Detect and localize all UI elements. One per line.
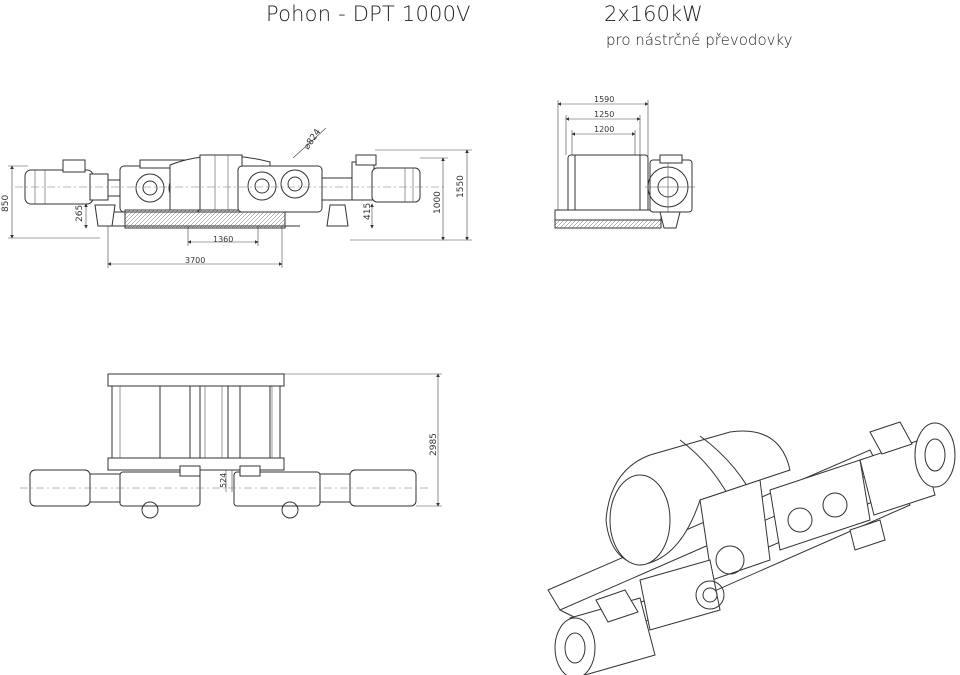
power-rating: 2x160kW xyxy=(604,2,703,26)
dim-265: 265 xyxy=(75,205,85,222)
front-right-gearbox xyxy=(237,165,323,213)
drawing-subtitle: pro nástrčné převodovky xyxy=(606,31,793,49)
front-left-motor xyxy=(24,159,123,205)
dim-1000: 1000 xyxy=(433,191,443,214)
dim-roll-diameter: ⌀824 xyxy=(302,127,323,151)
dim-1200: 1200 xyxy=(594,125,614,134)
top-left-drive xyxy=(29,465,201,519)
front-dimensions xyxy=(8,127,472,268)
side-dimensions xyxy=(557,100,649,210)
dim-524: 524 xyxy=(219,473,228,488)
dim-2985: 2985 xyxy=(429,433,439,456)
dim-1360: 1360 xyxy=(213,235,233,244)
front-view: ⌀824 850 265 415 1000 1550 1360 3700 xyxy=(1,127,472,268)
top-view: 2985 524 xyxy=(20,373,442,519)
dim-850: 850 xyxy=(1,195,11,212)
dim-1550: 1550 xyxy=(456,175,466,198)
side-view: 1590 1250 1200 xyxy=(554,95,695,229)
dim-1590: 1590 xyxy=(594,95,614,104)
dim-415: 415 xyxy=(363,203,373,220)
front-left-foot xyxy=(94,204,116,227)
top-right-drive xyxy=(233,465,417,519)
isometric-view xyxy=(547,421,956,675)
front-right-motor xyxy=(321,154,421,227)
drawing-title: Pohon - DPT 1000V xyxy=(266,2,471,26)
dim-1250: 1250 xyxy=(594,110,614,119)
dim-3700: 3700 xyxy=(185,256,205,265)
